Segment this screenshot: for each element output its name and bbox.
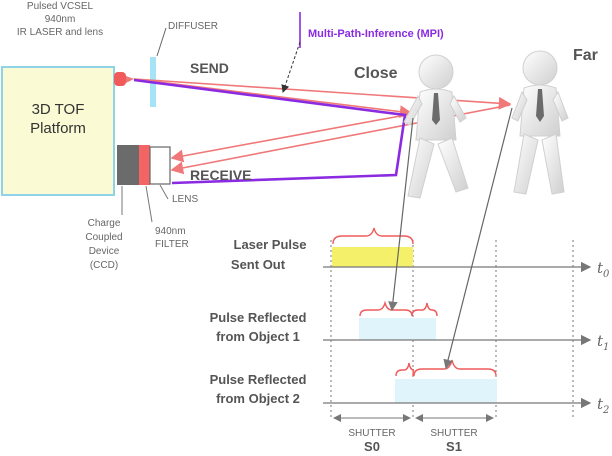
filter-label-line2: FILTER bbox=[155, 239, 189, 250]
laser-pulse-bar bbox=[332, 247, 413, 267]
shutter1-name: S1 bbox=[446, 439, 462, 454]
mpi-pointer bbox=[281, 41, 301, 93]
filter-pointer bbox=[145, 185, 153, 223]
ccd-label-line1: Charge bbox=[88, 218, 121, 229]
shutter0-name: S0 bbox=[364, 439, 380, 454]
far-label: Far bbox=[573, 47, 598, 64]
axis-t2-label: t2 bbox=[597, 395, 609, 416]
row2-label-line2: from Object 2 bbox=[216, 391, 300, 406]
platform-title-line2: Platform bbox=[30, 120, 86, 137]
person-close-icon bbox=[403, 54, 469, 199]
time-axes bbox=[323, 261, 592, 409]
send-label: SEND bbox=[190, 60, 229, 76]
receive-label: RECEIVE bbox=[190, 167, 251, 183]
timing-braces bbox=[332, 227, 497, 377]
filter-block bbox=[139, 145, 150, 185]
person-far-icon bbox=[511, 50, 569, 195]
shutter0-word: SHUTTER bbox=[348, 428, 395, 439]
row2-label-line1: Pulse Reflected bbox=[210, 372, 307, 387]
shutter1-word: SHUTTER bbox=[430, 428, 477, 439]
mpi-label: Multi-Path-Inference (MPI) bbox=[308, 28, 444, 40]
vcsel-label-line3: IR LASER and lens bbox=[17, 27, 103, 38]
ccd-label-line4: (CCD) bbox=[90, 260, 118, 271]
row0-label-line2: Sent Out bbox=[231, 257, 286, 272]
axis-t0-label: t0 bbox=[597, 259, 610, 280]
row1-label-line1: Pulse Reflected bbox=[210, 310, 307, 325]
filter-label-line1: 940nm bbox=[155, 226, 186, 237]
lens-label: LENS bbox=[172, 194, 198, 205]
ccd-label-line2: Coupled bbox=[85, 232, 122, 243]
diffuser-pointer bbox=[156, 27, 167, 57]
axis-t1-label: t1 bbox=[597, 332, 609, 353]
lens-block bbox=[149, 146, 171, 185]
reflection-2-bar bbox=[395, 379, 497, 403]
lens-pointer bbox=[159, 184, 169, 200]
diffuser-label: DIFFUSER bbox=[168, 21, 218, 32]
close-label: Close bbox=[354, 65, 398, 82]
row0-label-line1: Laser Pulse bbox=[234, 237, 307, 252]
ccd-label-line3: Device bbox=[89, 246, 120, 257]
reflection-1-arrow bbox=[388, 117, 414, 312]
platform-title-line1: 3D TOF bbox=[32, 101, 85, 118]
reflection-1-bar bbox=[359, 318, 436, 340]
mpi-path bbox=[133, 78, 407, 185]
row1-label-line2: from Object 1 bbox=[216, 329, 300, 344]
ccd-block bbox=[117, 145, 139, 185]
vcsel-label-line2: 940nm bbox=[45, 14, 76, 25]
platform-box bbox=[1, 66, 115, 196]
vcsel-label-line1: Pulsed VCSEL bbox=[27, 1, 94, 12]
reflection-2-arrow bbox=[443, 107, 513, 370]
vcsel-laser-icon bbox=[114, 72, 134, 86]
